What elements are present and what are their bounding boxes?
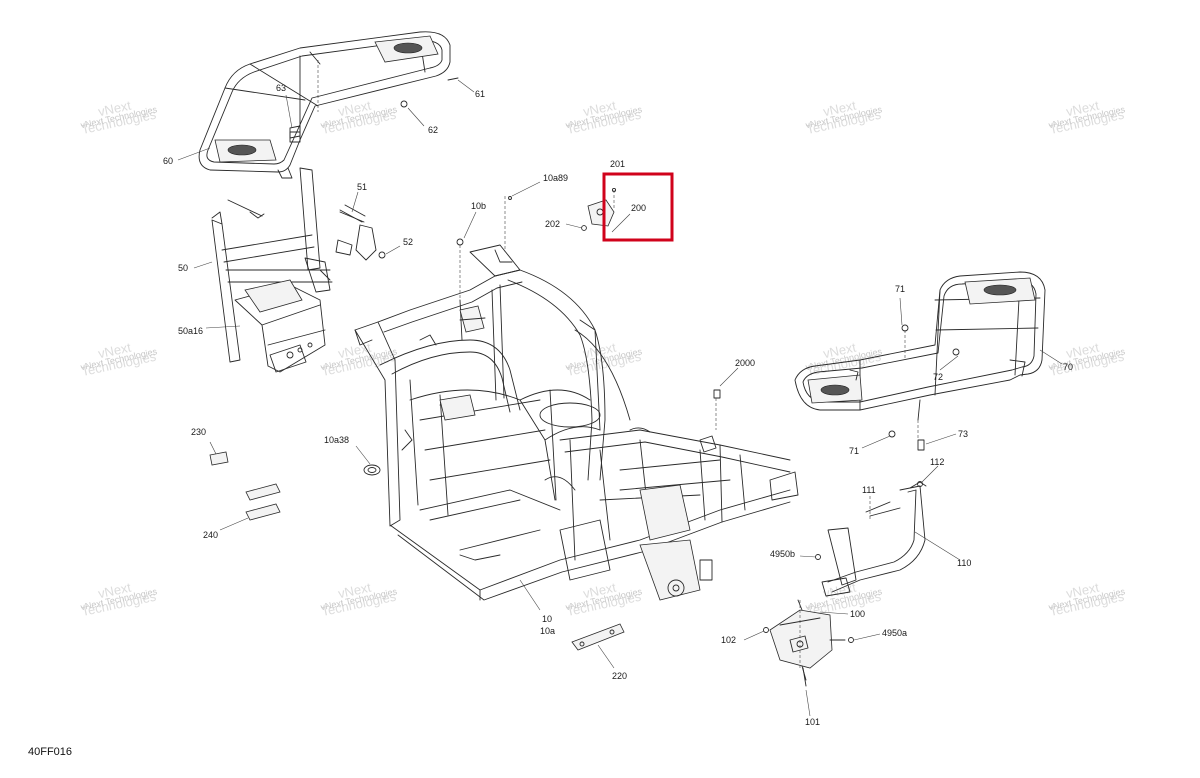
callout-73: 73 <box>958 429 968 439</box>
callout-10b: 10b <box>471 201 486 211</box>
callout-70: 70 <box>1063 362 1073 372</box>
callout-112: 112 <box>930 457 944 467</box>
watermark: vNext Technologies vNext Technologies <box>805 98 884 138</box>
svg-text:vNext: vNext <box>582 98 618 120</box>
callouts: 61 63 62 60 51 52 50 50a16 10a89 10b 201… <box>163 83 1073 727</box>
callout-61: 61 <box>475 89 485 99</box>
callout-230: 230 <box>191 427 206 437</box>
watermark: vNext Technologies vNext Technologies <box>320 580 399 620</box>
rear-rack <box>794 271 1046 421</box>
svg-text:vNext: vNext <box>337 580 373 602</box>
callout-200: 200 <box>631 203 646 213</box>
main-frame <box>354 244 799 601</box>
watermark: vNext Technologies vNext Technologies <box>1048 580 1127 620</box>
svg-text:vNext: vNext <box>822 340 858 362</box>
callout-10a89: 10a89 <box>543 173 568 183</box>
watermark: vNext Technologies vNext Technologies <box>320 98 399 138</box>
svg-text:vNext: vNext <box>822 98 858 120</box>
callout-10a38: 10a38 <box>324 435 349 445</box>
rear-lower-assembly <box>769 481 927 681</box>
svg-text:vNext: vNext <box>582 580 618 602</box>
watermark: vNext Technologies vNext Technologies <box>1048 98 1127 138</box>
svg-text:vNext: vNext <box>1065 340 1101 362</box>
watermark: vNext Technologies vNext Technologies <box>565 98 644 138</box>
svg-text:vNext: vNext <box>337 98 373 120</box>
highlight-box <box>602 172 674 242</box>
callout-201: 201 <box>610 159 625 169</box>
callout-63: 63 <box>276 83 286 93</box>
watermarks: vNext Technologies vNext Technologies vN… <box>80 98 1127 620</box>
callout-62: 62 <box>428 125 438 135</box>
callout-10: 10 <box>542 614 552 624</box>
callout-101: 101 <box>805 717 820 727</box>
callout-102: 102 <box>721 635 736 645</box>
watermark: vNext Technologies vNext Technologies <box>80 340 159 380</box>
svg-text:vNext: vNext <box>97 98 133 120</box>
callout-10a: 10a <box>540 626 555 636</box>
svg-text:vNext: vNext <box>97 580 133 602</box>
figure-id: 40FF016 <box>28 746 72 758</box>
callout-4950a: 4950a <box>882 628 907 638</box>
front-bumper-assembly <box>211 167 377 373</box>
callout-111: 111 <box>862 485 876 495</box>
watermark: vNext Technologies vNext Technologies <box>565 340 644 380</box>
callout-71-upper: 71 <box>895 284 905 294</box>
callout-72: 72 <box>933 372 943 382</box>
callout-52: 52 <box>403 237 413 247</box>
callout-110: 110 <box>957 558 971 568</box>
small-parts <box>209 77 960 687</box>
callout-202: 202 <box>545 219 560 229</box>
leader-lines <box>177 60 1063 717</box>
watermark: vNext Technologies vNext Technologies <box>80 98 159 138</box>
callout-50: 50 <box>178 263 188 273</box>
watermark: vNext Technologies vNext Technologies <box>80 580 159 620</box>
svg-text:vNext: vNext <box>1065 580 1101 602</box>
callout-220: 220 <box>612 671 627 681</box>
callout-240: 240 <box>203 530 218 540</box>
callout-60: 60 <box>163 156 173 166</box>
front-rack <box>198 31 451 179</box>
callout-50a16: 50a16 <box>178 326 203 336</box>
callout-2000: 2000 <box>735 358 755 368</box>
callout-51: 51 <box>357 182 367 192</box>
callout-4950b: 4950b <box>770 549 795 559</box>
callout-71-lower: 71 <box>849 446 859 456</box>
watermark: vNext Technologies vNext Technologies <box>1048 340 1127 380</box>
callout-100: 100 <box>850 609 865 619</box>
watermark: vNext Technologies vNext Technologies <box>565 580 644 620</box>
svg-text:vNext: vNext <box>97 340 133 362</box>
svg-text:vNext: vNext <box>1065 98 1101 120</box>
